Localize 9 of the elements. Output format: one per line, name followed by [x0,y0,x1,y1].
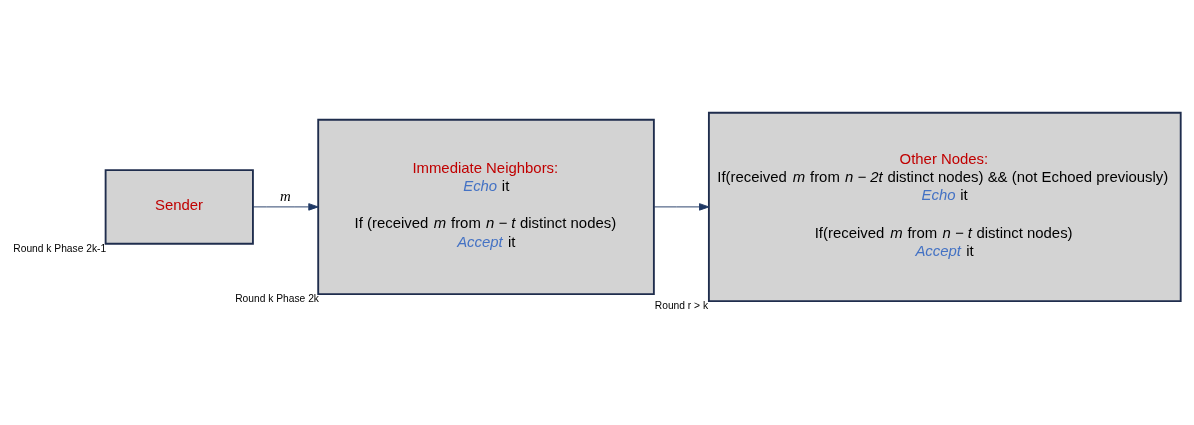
node-box: Other Nodes: If(received m from n − 2t distinct nodes) && (not Echoed previously) Echo it If(received m from n − t distinct nodes) Accept it [707,111,1182,302]
node-label: Round k Phase 2k-1 [13,242,107,254]
node-box: Sender [104,169,254,245]
arrow [252,203,319,211]
node-label: Round r > k [654,300,709,312]
node-box: Immediate Neighbors: Echo it If (received m from n − t distinct nodes) Accept it [317,118,655,295]
arrow [653,203,710,211]
edge-label: m [279,188,291,205]
node-label: Round k Phase 2k [235,293,319,305]
